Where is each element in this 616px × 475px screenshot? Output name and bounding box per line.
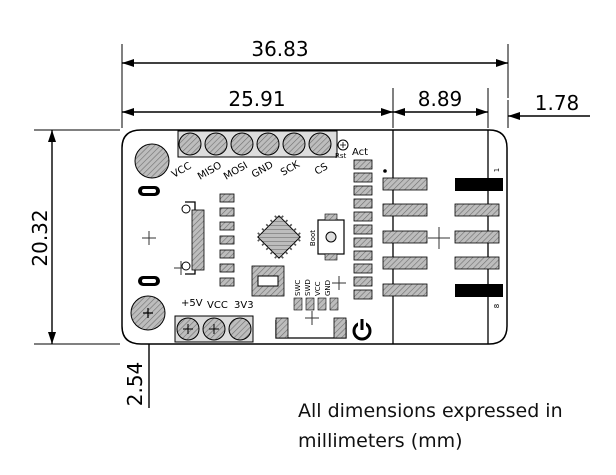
act-label: Act [352, 147, 368, 158]
boot-button [317, 213, 345, 261]
mounting-hole-plus [143, 308, 153, 318]
small-pads [219, 193, 235, 287]
connector-contacts-left [382, 177, 428, 297]
center-marks [142, 227, 450, 325]
bottom-header [174, 315, 254, 343]
mounting-hole-top [134, 143, 170, 179]
swd-label-gnd: GND [324, 280, 332, 296]
mcu-chip [257, 215, 301, 259]
connector-pin1-label: 1 [493, 168, 501, 172]
pin-label-3v3: 3V3 [234, 300, 254, 311]
right-pad-column [353, 159, 373, 300]
boot-label: Boot [309, 230, 317, 246]
pin-label-5v: +5V [181, 298, 203, 309]
pin1-dot [383, 169, 387, 173]
swd-header [275, 297, 347, 339]
overall-width-label: 36.83 [251, 37, 308, 61]
board-width-label: 25.91 [228, 87, 285, 111]
connector-pin8-label: 8 [493, 304, 501, 308]
pin-label-bottom-vcc: VCC [207, 300, 228, 311]
pin-offset-label: 2.54 [123, 362, 147, 407]
connector-width-label: 8.89 [418, 87, 463, 111]
connector-contacts-right [454, 178, 503, 297]
top-header [177, 130, 349, 158]
card-slot [138, 186, 205, 286]
height-label: 20.32 [28, 209, 52, 266]
swd-label-swc: SWC [294, 280, 302, 296]
overhang-label: 1.78 [535, 91, 580, 115]
swd-label-swd: SWD [304, 279, 312, 296]
rst-label: Rst [335, 152, 347, 160]
crystal [251, 265, 285, 297]
power-icon [352, 318, 372, 341]
swd-label-vcc: VCC [314, 281, 322, 296]
units-note: All dimensions expressed in millimeters … [298, 400, 563, 452]
